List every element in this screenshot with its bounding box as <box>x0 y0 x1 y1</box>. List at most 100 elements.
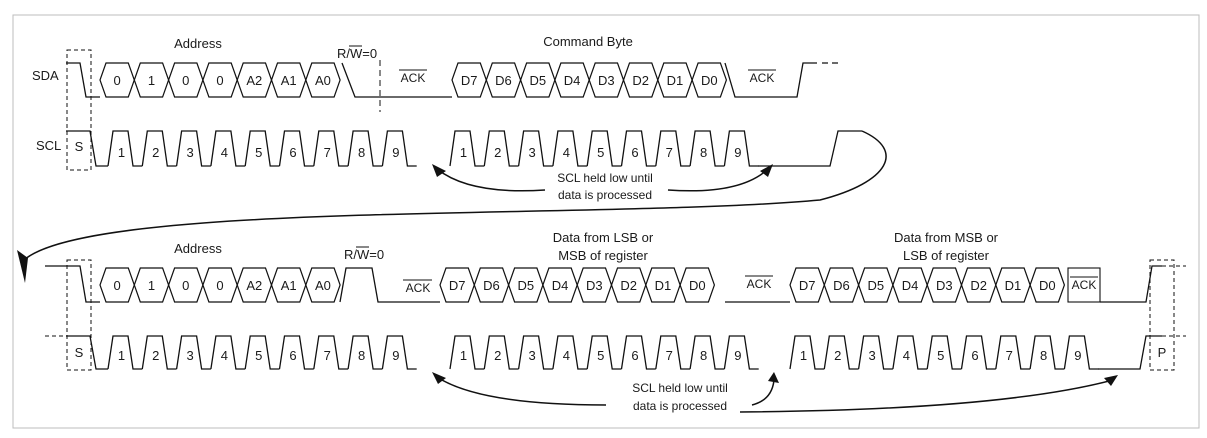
top-sda-bit-label: 1 <box>148 73 155 88</box>
bottom-scl-pulse <box>620 335 656 370</box>
top-sda-bit-label: D1 <box>667 73 684 88</box>
bottom-scl-pulse <box>1063 335 1099 370</box>
top-scl-pulse <box>210 130 246 167</box>
bottom-hold-arrowhead-right <box>1104 375 1118 386</box>
bottom-sda-bit-label: 0 <box>182 278 189 293</box>
bottom-scl-clock-number: 3 <box>528 348 535 363</box>
bottom-ack-1: ACK <box>406 281 431 295</box>
bottom-sda-bit-label: 0 <box>114 278 121 293</box>
bottom-scl-clock-number: 4 <box>563 348 570 363</box>
bottom-scl-pulse <box>107 335 143 370</box>
top-scl-pulse <box>244 130 280 167</box>
top-scl-clock-number: 1 <box>118 145 125 160</box>
bottom-scl-pulse <box>1029 335 1065 370</box>
top-note-line-1: SCL held low until <box>557 171 653 185</box>
bottom-scl-pulse <box>586 335 622 370</box>
top-scl-clock-number: 5 <box>255 145 262 160</box>
bottom-sda-bit-label: D4 <box>902 278 919 293</box>
bottom-scl-clock-number: 4 <box>221 348 228 363</box>
top-sda-bit-label: D2 <box>632 73 649 88</box>
top-scl-clock-number: 4 <box>563 145 570 160</box>
top-scl-start <box>66 130 108 167</box>
top-sda-idle <box>66 62 100 98</box>
top-hold-arrow <box>436 168 769 192</box>
bottom-hold-arrow-right <box>739 379 1114 413</box>
top-sda-cell <box>691 62 728 98</box>
bottom-sda-bit-label: D1 <box>655 278 672 293</box>
bottom-hold-arrow <box>436 376 607 406</box>
bottom-sda-bit-label: D6 <box>483 278 500 293</box>
top-scl-pulse <box>347 130 383 167</box>
bottom-scl-pulse <box>689 335 725 370</box>
top-rw-label: R/W=0 <box>337 46 377 61</box>
continuation-arrowhead <box>17 250 28 283</box>
top-scl-pulse <box>620 130 656 167</box>
bottom-scl-pulse <box>483 335 519 370</box>
bottom-sda-rw-bit <box>339 267 440 303</box>
top-scl-clock-number: 7 <box>324 145 331 160</box>
top-sda-bit-label: 0 <box>182 73 189 88</box>
bottom-scl-pulse <box>655 335 691 370</box>
bottom-sda-bit-label: A1 <box>281 278 297 293</box>
top-scl-pulse <box>586 130 622 167</box>
bottom-start-marker: S <box>75 345 84 360</box>
bottom-scl-clock-number: 5 <box>937 348 944 363</box>
top-scl-signal-label: SCL <box>36 138 61 153</box>
bottom-sda-bit-label: D2 <box>620 278 637 293</box>
top-scl-pulse <box>278 130 314 167</box>
top-sda-bit-label: 0 <box>216 73 223 88</box>
bottom-sda-cell <box>1029 267 1066 303</box>
top-scl-pulse <box>655 130 691 167</box>
top-scl-clock-number: 9 <box>734 145 741 160</box>
bottom-scl-pulse <box>210 335 246 370</box>
bottom-hold-arrowhead-mid <box>768 372 779 383</box>
top-sda-bit-label: D3 <box>598 73 615 88</box>
top-scl-clock-number: 4 <box>221 145 228 160</box>
top-scl-pulse <box>449 130 485 167</box>
bottom-scl-clock-number: 2 <box>152 348 159 363</box>
top-address-label: Address <box>174 36 222 51</box>
top-sda-bit-label: A2 <box>246 73 262 88</box>
bottom-hold-arrowhead-left <box>432 372 446 384</box>
top-scl-hold <box>758 130 862 167</box>
bottom-scl-pulse <box>244 335 280 370</box>
bottom-scl-clock-number: 8 <box>700 348 707 363</box>
bottom-scl-pulse <box>313 335 349 370</box>
top-sda-bit-label: D0 <box>701 73 718 88</box>
bottom-ack-3-box <box>1067 267 1101 303</box>
top-sda-bit-label: 0 <box>114 73 121 88</box>
bottom-sda-bit-label: D1 <box>1005 278 1022 293</box>
bottom-scl-end <box>1098 335 1162 370</box>
bottom-scl-clock-number: 8 <box>1040 348 1047 363</box>
bottom-scl-clock-number: 9 <box>734 348 741 363</box>
bottom-scl-clock-number: 1 <box>460 348 467 363</box>
bottom-scl-pulse <box>381 335 417 370</box>
top-sda-signal-label: SDA <box>32 68 59 83</box>
bottom-sda-bit-label: D3 <box>586 278 603 293</box>
bottom-stop-box <box>1149 259 1175 371</box>
top-start-box <box>66 49 92 171</box>
top-scl-pulse <box>175 130 211 167</box>
top-scl-clock-number: 3 <box>186 145 193 160</box>
bottom-scl-clock-number: 6 <box>289 348 296 363</box>
top-ack-2: ACK <box>750 71 775 85</box>
top-scl-clock-number: 5 <box>597 145 604 160</box>
bottom-scl-pulse <box>347 335 383 370</box>
bottom-note-line-1: SCL held low until <box>632 381 728 395</box>
top-scl-pulse <box>107 130 143 167</box>
bottom-scl-clock-number: 2 <box>834 348 841 363</box>
bottom-sda-idle <box>45 265 100 303</box>
bottom-sda-cell <box>305 267 341 303</box>
bottom-scl-clock-number: 8 <box>358 348 365 363</box>
bottom-scl-pulse <box>278 335 314 370</box>
top-sda-bit-label: D5 <box>529 73 546 88</box>
top-sda-bit-label: D4 <box>564 73 581 88</box>
bottom-msb-label-2: LSB of register <box>903 248 990 263</box>
top-scl-pulse <box>483 130 519 167</box>
bottom-scl-clock-number: 3 <box>868 348 875 363</box>
bottom-scl-pulse <box>449 335 485 370</box>
top-scl-pulse <box>381 130 417 167</box>
